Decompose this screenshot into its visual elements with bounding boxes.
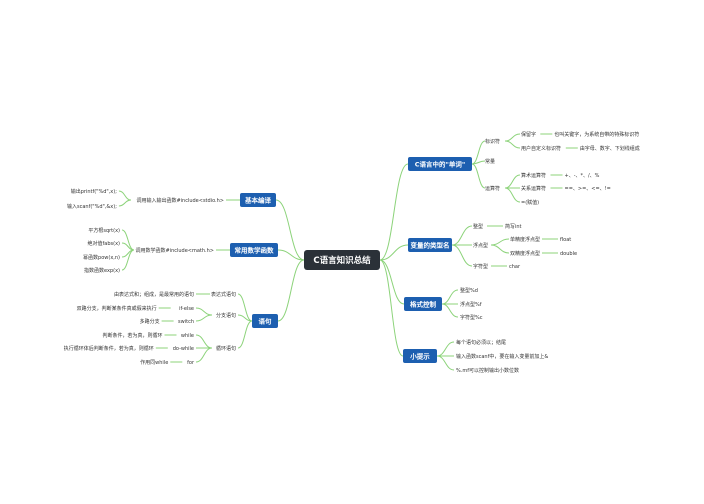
node-label: switch (178, 319, 194, 325)
node-label: 调用数学函数#include<math.h> (135, 247, 214, 254)
connector-lines (118, 133, 578, 371)
node-label: 整型 (473, 223, 483, 230)
node-label: 由字母、数字、下划线组成 (580, 145, 640, 152)
node-label: +、-、*、/、% (565, 173, 600, 179)
node-label: 字符型 (473, 263, 488, 270)
root-node[interactable] (304, 250, 380, 270)
node-label: 输入函数scanf中，要在输入变量前加上& (456, 353, 548, 360)
node-label: %.mf可以控制输出小数位数 (456, 367, 519, 374)
node-label: 平方根sqrt(x) (88, 227, 120, 234)
node-1: 常量 (485, 158, 495, 165)
node-label: 双路分支，判断某条件真或假来执行 (77, 305, 157, 312)
node-label: 浮点型 (473, 242, 488, 249)
node-label: float (560, 237, 571, 243)
node-label: 绝对值fabs(x) (88, 240, 121, 247)
node-label: 保留字 (521, 131, 536, 138)
node-label: if-else (179, 306, 194, 312)
node-label: 幂函数pow(x,n) (83, 254, 120, 261)
node-label: while (181, 333, 194, 339)
main-node-format-label: 格式控制 (410, 299, 437, 308)
node-label: 作用同while (140, 359, 168, 366)
node-label: 执行循环体后判断条件，若为真，则循环 (64, 345, 154, 352)
node-label: 字符型%c (460, 314, 483, 321)
main-node-words-label: C语言中的"单词" (415, 159, 466, 168)
node-label: do-while (173, 346, 194, 352)
node-label: 关系运算符 (521, 185, 546, 192)
node-label: =(赋值) (521, 199, 539, 206)
main-node-tips-label: 小提示 (409, 351, 430, 360)
main-node-tips[interactable] (403, 349, 437, 363)
node-label: 多路分支 (140, 318, 160, 325)
root-label: C语言知识总结 (313, 255, 371, 266)
main-node-math[interactable] (230, 243, 278, 257)
node-label: 单精度浮点型 (510, 236, 540, 243)
main-node-format[interactable] (404, 297, 442, 311)
node-label: 双精度浮点型 (510, 250, 540, 257)
node-label: 调用输入输出函数#include<stdio.h> (136, 197, 224, 204)
node-label: 指数函数exp(x) (84, 267, 120, 274)
main-node-statements-label: 语句 (259, 316, 273, 325)
node-label: 浮点型%f (460, 301, 482, 308)
main-node-statements[interactable] (252, 314, 278, 328)
node-label: char (509, 264, 521, 270)
node-label: 也叫关键字，为系统自带的特殊标识符 (554, 131, 639, 138)
main-node-var-types-label: 变量的类型名 (411, 240, 450, 249)
node-0: 标识符 (485, 138, 500, 145)
node-label: 算术运算符 (521, 172, 546, 179)
node-label: 判断条件，若为真，则循环 (102, 332, 162, 339)
node-label: 循环语句 (216, 345, 236, 352)
node-label: 简写int (505, 223, 522, 230)
main-node-words[interactable] (408, 157, 472, 171)
node-label: 表达式语句 (211, 291, 236, 298)
node-label: 整型%d (460, 287, 478, 294)
node-label: 每个语句必须以；结尾 (456, 339, 506, 346)
main-node-math-label: 常用数学函数 (235, 245, 275, 254)
main-node-compile[interactable] (240, 193, 276, 207)
node-label: ==、>=、<=、!= (565, 186, 611, 192)
node-label: 分支语句 (216, 312, 236, 319)
node-2: 运算符 (485, 185, 500, 192)
node-label: double (560, 251, 577, 257)
node-label: 输出printf("%d",x); (71, 188, 117, 195)
main-node-compile-label: 基本编译 (244, 195, 272, 204)
node-label: 输入scanf("%d",&x); (67, 203, 117, 210)
main-node-var-types[interactable] (408, 238, 452, 252)
node-label: 用户自定义标识符 (521, 145, 561, 152)
node-label: for (187, 360, 195, 366)
node-label: 由表达式和；组成，是最常用的语句 (114, 291, 194, 298)
